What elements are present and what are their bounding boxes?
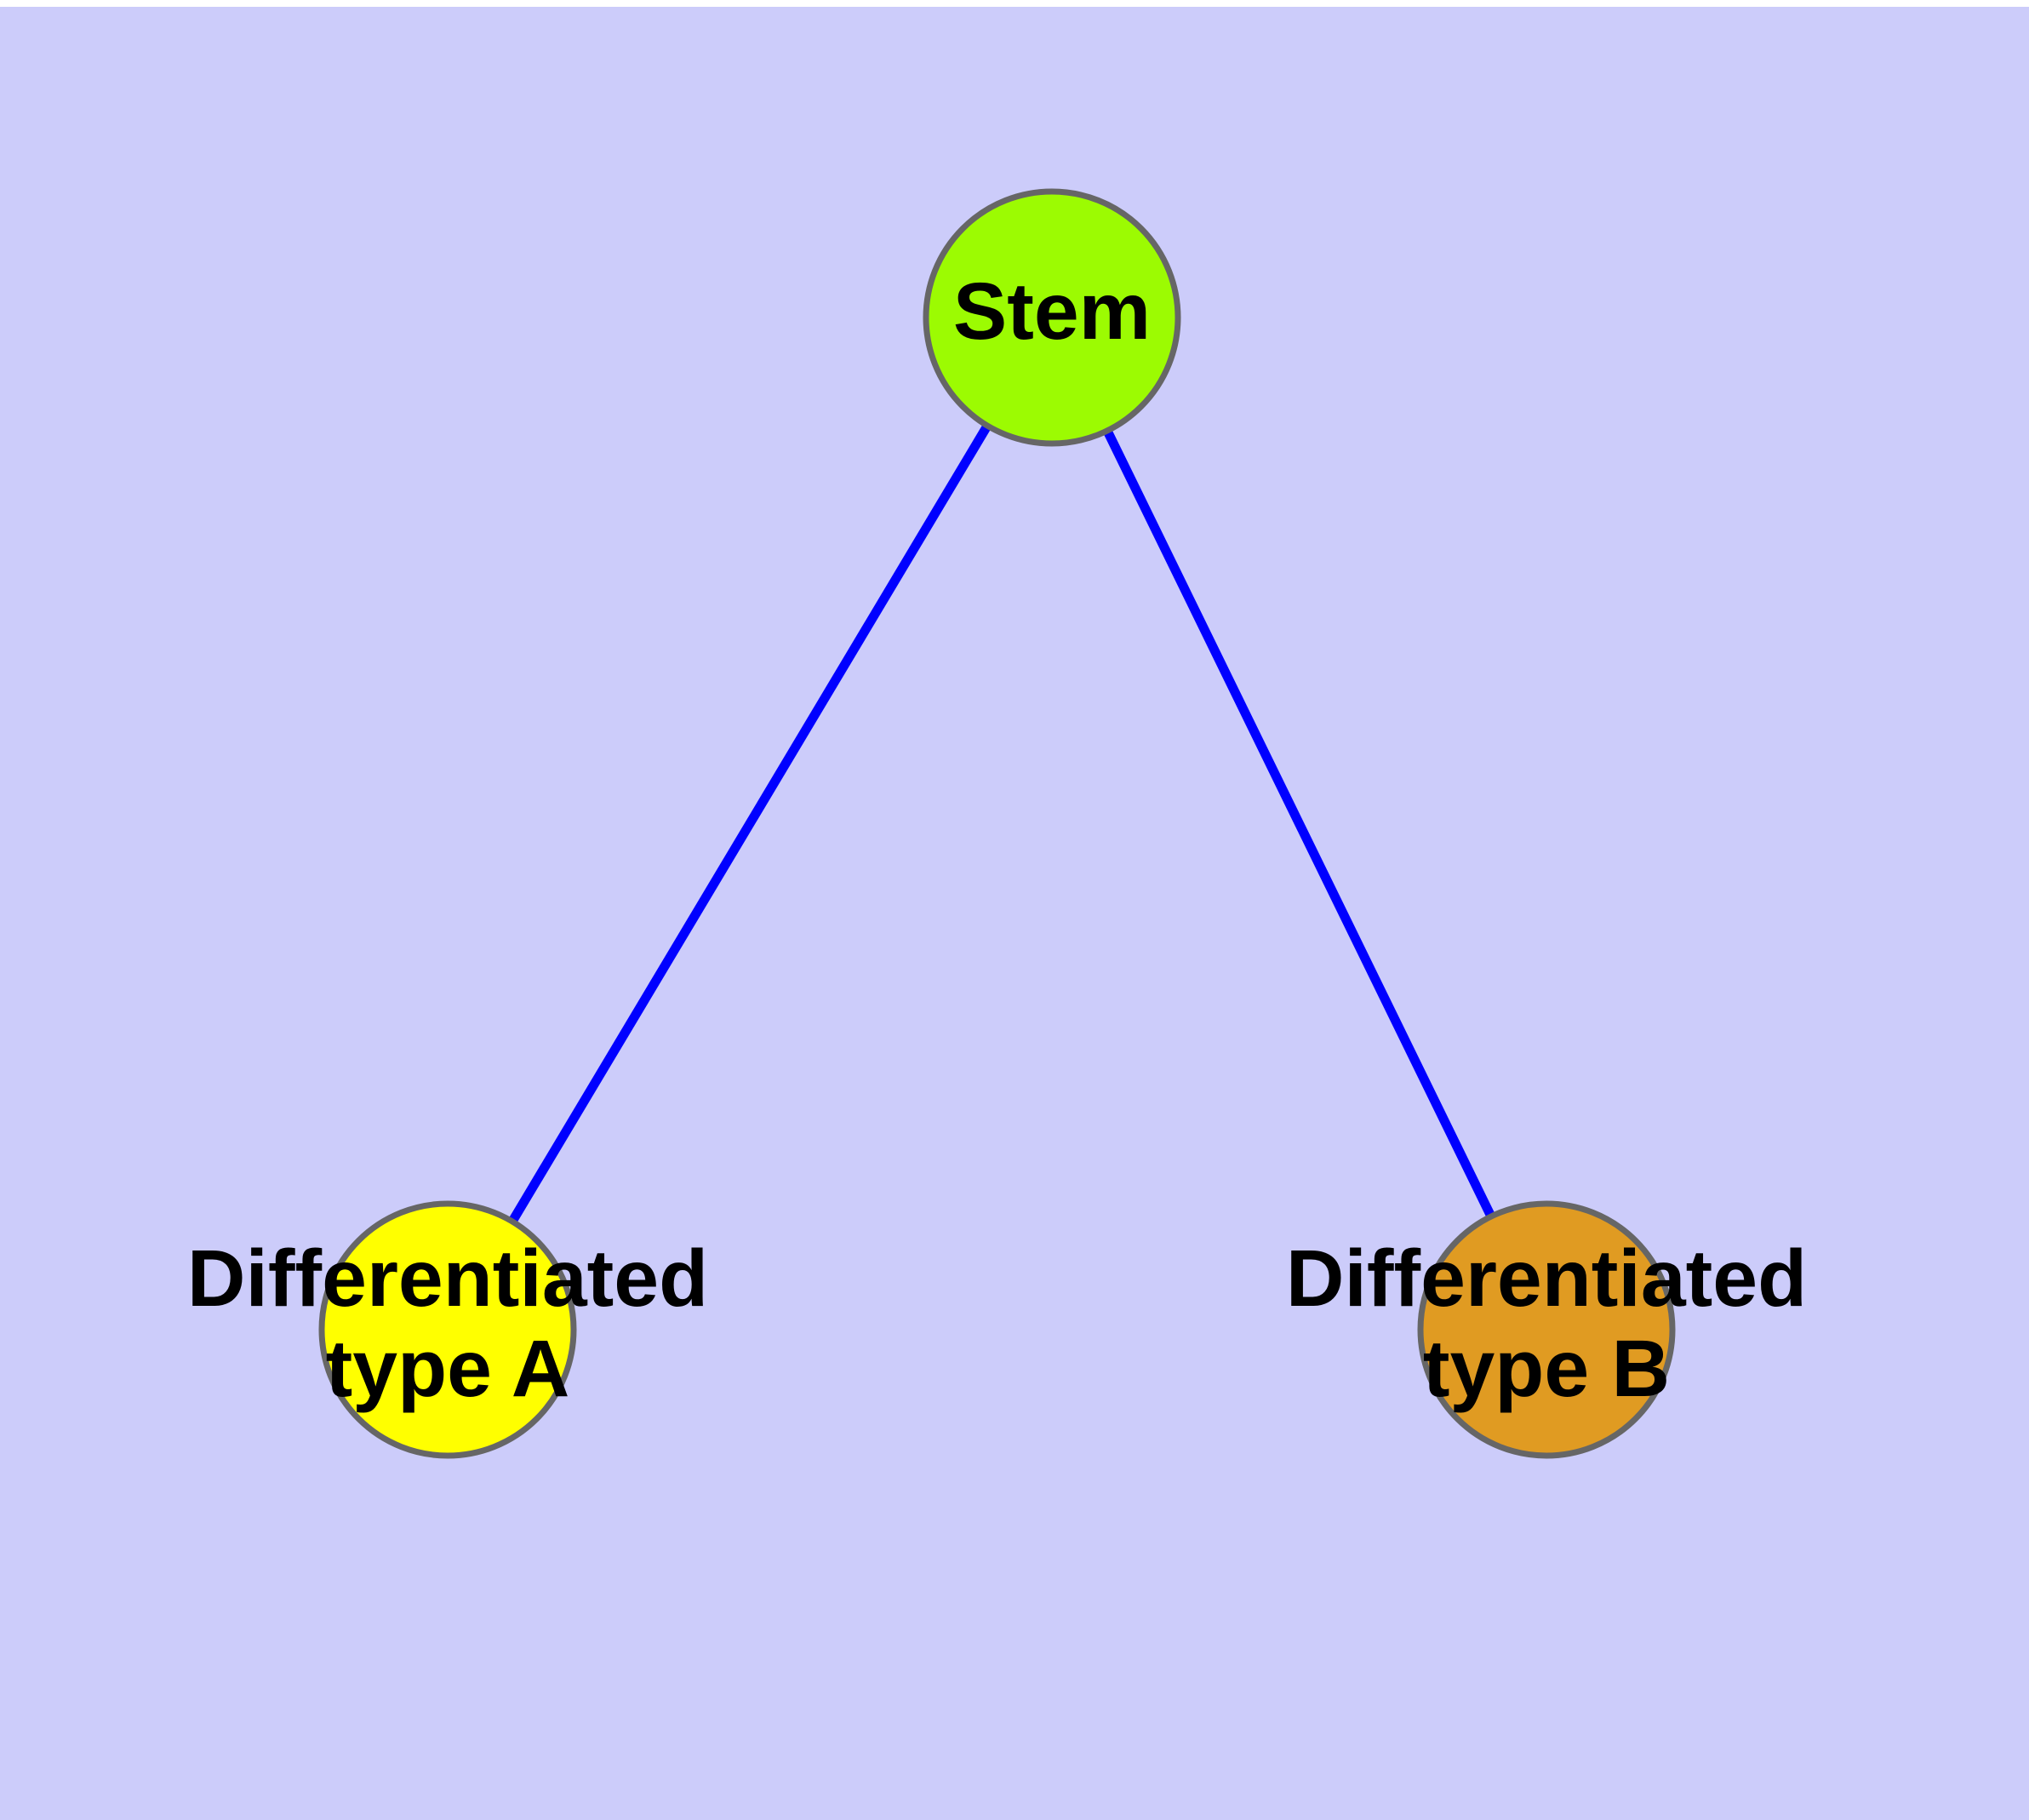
- graph-node-label-line: Differentiated: [1286, 1233, 1807, 1324]
- graph-node-label-line: type B: [1423, 1324, 1670, 1414]
- nodes-layer: [318, 188, 1676, 1459]
- edges-layer: [507, 421, 1496, 1226]
- graph-node-label-line: Differentiated: [187, 1233, 708, 1324]
- graph-edge-stem-diff_a[interactable]: [507, 421, 992, 1226]
- graph-node-label-line: Stem: [953, 266, 1151, 357]
- graph-node-label-stem: Stem: [953, 266, 1151, 357]
- graph-node-stem[interactable]: [923, 188, 1181, 447]
- graph-node-diff_b[interactable]: [1417, 1200, 1676, 1459]
- graph-edge-stem-diff_b[interactable]: [1102, 426, 1496, 1221]
- graph-node-diff_a[interactable]: [318, 1200, 577, 1459]
- graph-node-label-line: type A: [326, 1324, 570, 1414]
